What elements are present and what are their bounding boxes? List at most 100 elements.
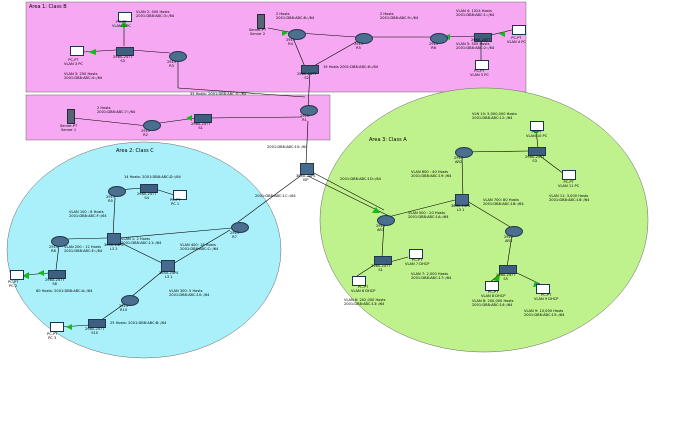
server-icon[interactable] [257,14,265,29]
net-60-label: 60 Hosts: 2001:DB8:ABC:A::/64 [36,289,93,293]
server-icon[interactable] [67,109,75,124]
pc-icon[interactable] [536,284,550,294]
switch-icon[interactable] [48,270,66,279]
switch-icon[interactable] [140,184,158,193]
switch-icon[interactable] [301,65,319,74]
pc-icon[interactable] [562,170,576,180]
net-14-label: 14 Hosts: 2001:DB8:ABC:D::/64 [124,175,181,179]
router-icon[interactable] [430,33,448,44]
pc-icon[interactable] [118,12,132,22]
router-icon[interactable] [231,222,249,233]
router-icon[interactable] [169,51,187,62]
multilayer-switch-icon[interactable] [455,194,469,206]
multilayer-switch-icon[interactable] [300,163,314,175]
area-1-title: Area 1: Class B [29,4,67,10]
pc-icon[interactable] [512,25,526,35]
switch-icon[interactable] [88,319,106,328]
pc-icon[interactable] [409,249,423,259]
link-status-markers [22,21,541,330]
pc-icon[interactable] [70,46,84,56]
switch-icon[interactable] [499,265,517,274]
area-3-zone [319,87,649,353]
pc-icon[interactable] [485,281,499,291]
pc-icon[interactable] [530,121,544,131]
area-1-top-zone [25,1,527,93]
switch-icon[interactable] [116,47,134,56]
router-icon[interactable] [51,236,69,247]
switch-icon[interactable] [374,256,392,265]
multilayer-switch-icon[interactable] [161,260,175,272]
router-icon[interactable] [108,186,126,197]
multilayer-switch-icon[interactable] [107,233,121,245]
net-25-label: 25 Hosts: 2001:DB8:ABC:B::/64 [110,321,167,325]
pc-icon[interactable] [173,190,187,200]
area-3-title: Area 3: Class A [369,137,407,143]
switch-s4-label: 2960-24TT [471,38,491,42]
router-icon[interactable] [143,120,161,131]
pc-icon[interactable] [50,322,64,332]
r1-isp-link-label: 2001:DB8:ABC:10::/64 [267,145,308,149]
pc-icon[interactable] [352,276,366,286]
router-icon[interactable] [377,215,395,226]
isp-area3-link-label: 2001:DB8:ABC:1D::/64 [340,177,381,181]
router-icon[interactable] [455,147,473,158]
router-icon[interactable] [121,295,139,306]
router-icon[interactable] [300,105,318,116]
net-19-label: 19 Hosts 2001:DB8:ABC:6::/64 [323,65,379,69]
pc-icon[interactable] [10,270,24,280]
net-35-label: 35 Hosts: 2001:DB8:ABC:5::/64 [190,92,247,96]
switch-icon[interactable] [528,147,546,156]
pc-icon[interactable] [475,60,489,70]
router-icon[interactable] [355,33,373,44]
switch-icon[interactable] [194,114,212,123]
router-icon[interactable] [505,226,523,237]
router-icon[interactable] [288,29,306,40]
switch-icon[interactable] [474,33,492,42]
